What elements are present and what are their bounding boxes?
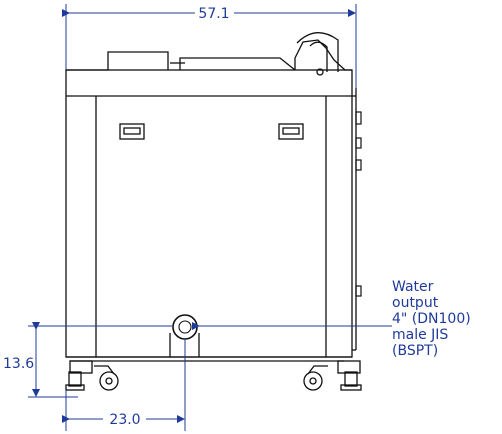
machine-outline — [65, 69, 357, 358]
callout-line-1: Water — [392, 279, 434, 295]
top-equipment — [66, 32, 352, 76]
outlet-height-label: 13.6 — [3, 356, 34, 372]
right-foot-mount — [337, 360, 361, 374]
left-caster-hub — [105, 377, 113, 385]
left-caster-wheel — [99, 371, 119, 391]
right-caster-bracket — [307, 365, 328, 375]
side-fixture-4 — [355, 285, 362, 297]
left-caster-bracket — [94, 365, 115, 375]
outlet-offset-label: 23.0 — [109, 412, 140, 428]
right-handle-slot — [278, 123, 304, 140]
side-fixture-3 — [355, 159, 362, 171]
top-lid — [179, 57, 296, 71]
left-handle-slot — [119, 123, 145, 140]
outlet-housing — [169, 333, 200, 357]
callout-line-4: male JIS — [392, 327, 449, 343]
left-leveling-foot — [68, 371, 82, 387]
overall-width-label: 57.1 — [198, 6, 229, 22]
water-outlet-flange — [172, 314, 198, 340]
top-outlet-elbow — [296, 32, 339, 72]
left-foot-mount — [69, 360, 93, 374]
side-fixture-2 — [355, 137, 362, 149]
base-assembly — [65, 356, 362, 391]
top-left-box — [66, 51, 169, 71]
right-foot-pad — [340, 384, 362, 391]
right-side-fixtures — [355, 111, 362, 297]
top-outlet-elbow-inner — [309, 41, 328, 72]
callout-line-5: (BSPT) — [392, 343, 439, 359]
right-caster-hub — [309, 377, 317, 385]
callout-line-3: 4" (DN100) — [392, 311, 471, 327]
side-fixture-1 — [355, 111, 362, 125]
water-output-callout: Water output 4" (DN100) male JIS (BSPT) — [392, 279, 500, 359]
right-leveling-foot — [344, 371, 358, 387]
right-caster-wheel — [303, 371, 323, 391]
right-handle-grip — [282, 127, 300, 135]
callout-line-2: output — [392, 295, 439, 311]
left-foot-pad — [65, 384, 85, 391]
top-outlet-fitting — [316, 68, 324, 76]
left-handle-grip — [123, 127, 141, 135]
water-outlet-bore — [178, 320, 192, 334]
cabinet-outline — [65, 69, 353, 358]
